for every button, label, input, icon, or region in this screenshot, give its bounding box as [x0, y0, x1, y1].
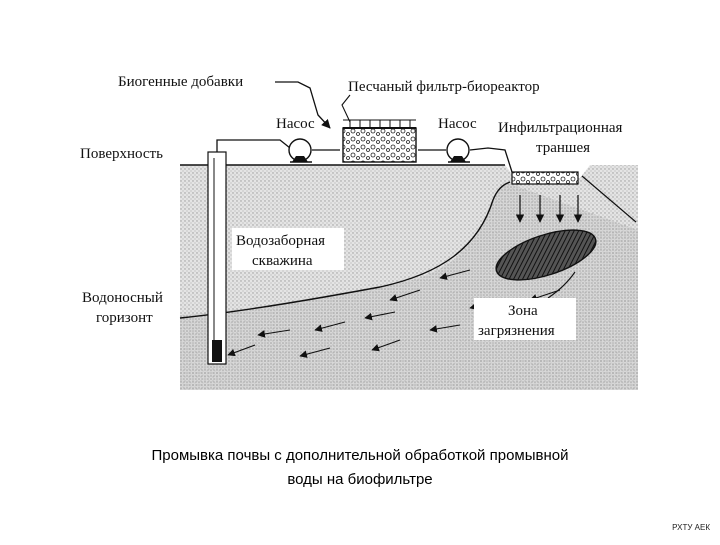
label-well-line1: Водозаборная: [236, 233, 325, 249]
pump-left: [288, 138, 312, 163]
label-surface: Поверхность: [80, 146, 163, 162]
label-aquifer-line1: Водоносный: [82, 290, 163, 306]
sand-filter-bioreactor: [342, 119, 417, 163]
label-sand-filter: Песчаный фильтр-биореактор: [348, 79, 540, 95]
label-trench-line2: траншея: [536, 140, 590, 156]
caption-line-2: воды на биофильтре: [287, 471, 433, 488]
filter-pointer: [341, 94, 351, 123]
zone-pointer: [547, 271, 576, 299]
infiltration-trench: [511, 171, 579, 185]
label-nutrients: Биогенные добавки: [118, 74, 243, 90]
label-zone-line2: загрязнения: [478, 323, 555, 339]
water-table-line: [179, 181, 511, 319]
corner-label: РХТУ АЕК: [672, 523, 710, 532]
nutrient-arrow: [275, 81, 331, 129]
well-pump-block: [212, 340, 222, 362]
caption-line-1: Промывка почвы с дополнительной обработк…: [151, 447, 569, 464]
extraction-well: [207, 151, 227, 365]
label-zone-line1: Зона: [508, 303, 538, 319]
zone-label-bg: [474, 298, 576, 340]
label-pump-right: Насос: [438, 116, 477, 132]
infiltration-arrows: [515, 195, 583, 223]
label-well-line2: скважина: [252, 253, 313, 269]
well-label-bg: [232, 228, 344, 270]
label-trench-line1: Инфильтрационная: [498, 120, 623, 136]
piping: [216, 139, 513, 173]
pump-right: [446, 138, 470, 163]
label-pump-left: Насос: [276, 116, 315, 132]
contamination-plume: [495, 229, 597, 281]
figure-caption: Промывка почвы с дополнительной обработк…: [60, 444, 660, 492]
mound-slope-line: [581, 175, 637, 223]
label-aquifer-line2: горизонт: [96, 310, 153, 326]
